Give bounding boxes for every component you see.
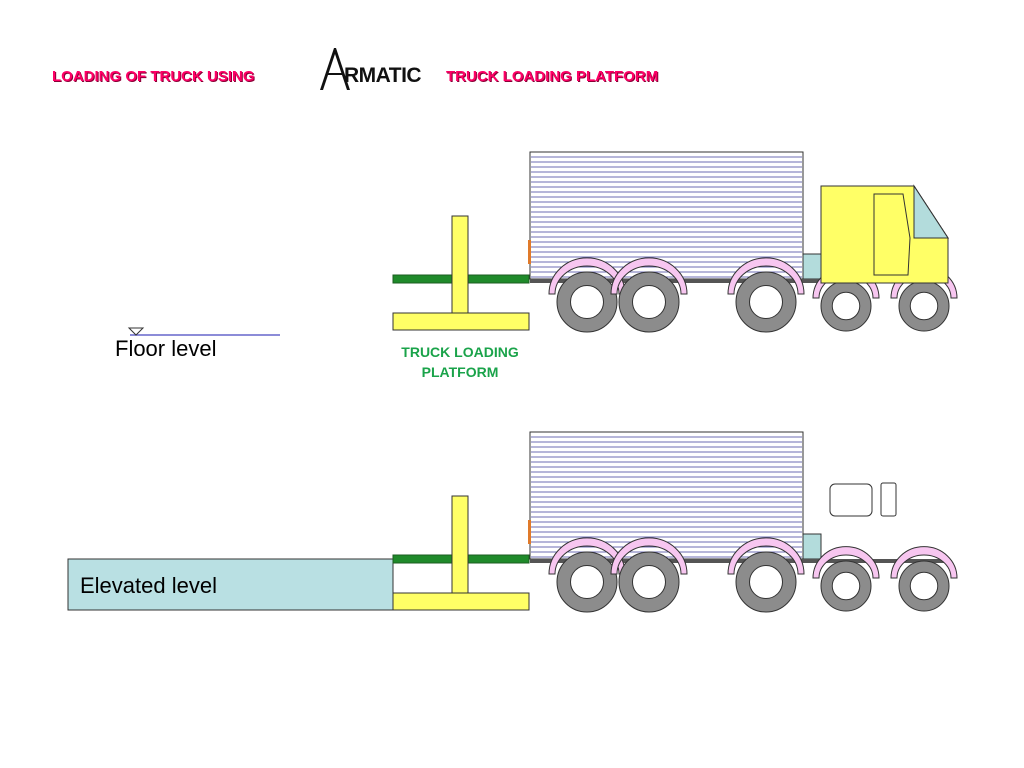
wheel-hub [909, 291, 939, 321]
cargo-box [529, 431, 804, 560]
elevated-level-label: Elevated level [80, 573, 217, 598]
wheel-fender [610, 257, 688, 295]
elevated-level-block [67, 558, 394, 611]
chassis-frame [530, 279, 950, 283]
wheel-fender [812, 546, 880, 579]
windshield [913, 184, 949, 239]
wheel-hub [909, 571, 939, 601]
platform-post [451, 215, 469, 314]
wheel-hub [570, 565, 604, 599]
wheel-hub [632, 565, 666, 599]
floor-level-marker [127, 327, 280, 336]
wheel-hub [831, 291, 861, 321]
chassis-connector [802, 533, 822, 560]
wheel-fender [610, 537, 688, 575]
wheel-fender [727, 257, 805, 295]
cargo-latch [528, 240, 531, 264]
diagram-title: LOADING OF TRUCK USING RMATIC TRUCK LOAD… [52, 46, 752, 90]
title-suffix: TRUCK LOADING PLATFORM [446, 68, 659, 85]
platform-label: TRUCK LOADING PLATFORM [401, 344, 519, 380]
cab-door [873, 193, 911, 276]
wheel-hub [749, 285, 783, 319]
armatic-logo [320, 48, 350, 90]
platform-base [392, 312, 530, 331]
truck-scene-elevated [392, 184, 958, 613]
wheel-hub [749, 565, 783, 599]
wheel-fender [890, 546, 958, 579]
cargo-latch [528, 520, 531, 544]
platform-base [392, 592, 530, 611]
wheel-hub [570, 285, 604, 319]
door-window [880, 482, 897, 517]
logo-wordmark: RMATIC [344, 64, 422, 87]
cargo-box [529, 151, 804, 280]
floor-level-label: Floor level [115, 336, 217, 361]
title-prefix: LOADING OF TRUCK USING [52, 68, 255, 85]
chassis-frame [530, 559, 950, 563]
platform-post [451, 495, 469, 594]
chassis-connector [802, 253, 822, 280]
wheel-hub [632, 285, 666, 319]
wheel-hub [831, 571, 861, 601]
side-window [829, 483, 873, 517]
wheel-fender [727, 537, 805, 575]
